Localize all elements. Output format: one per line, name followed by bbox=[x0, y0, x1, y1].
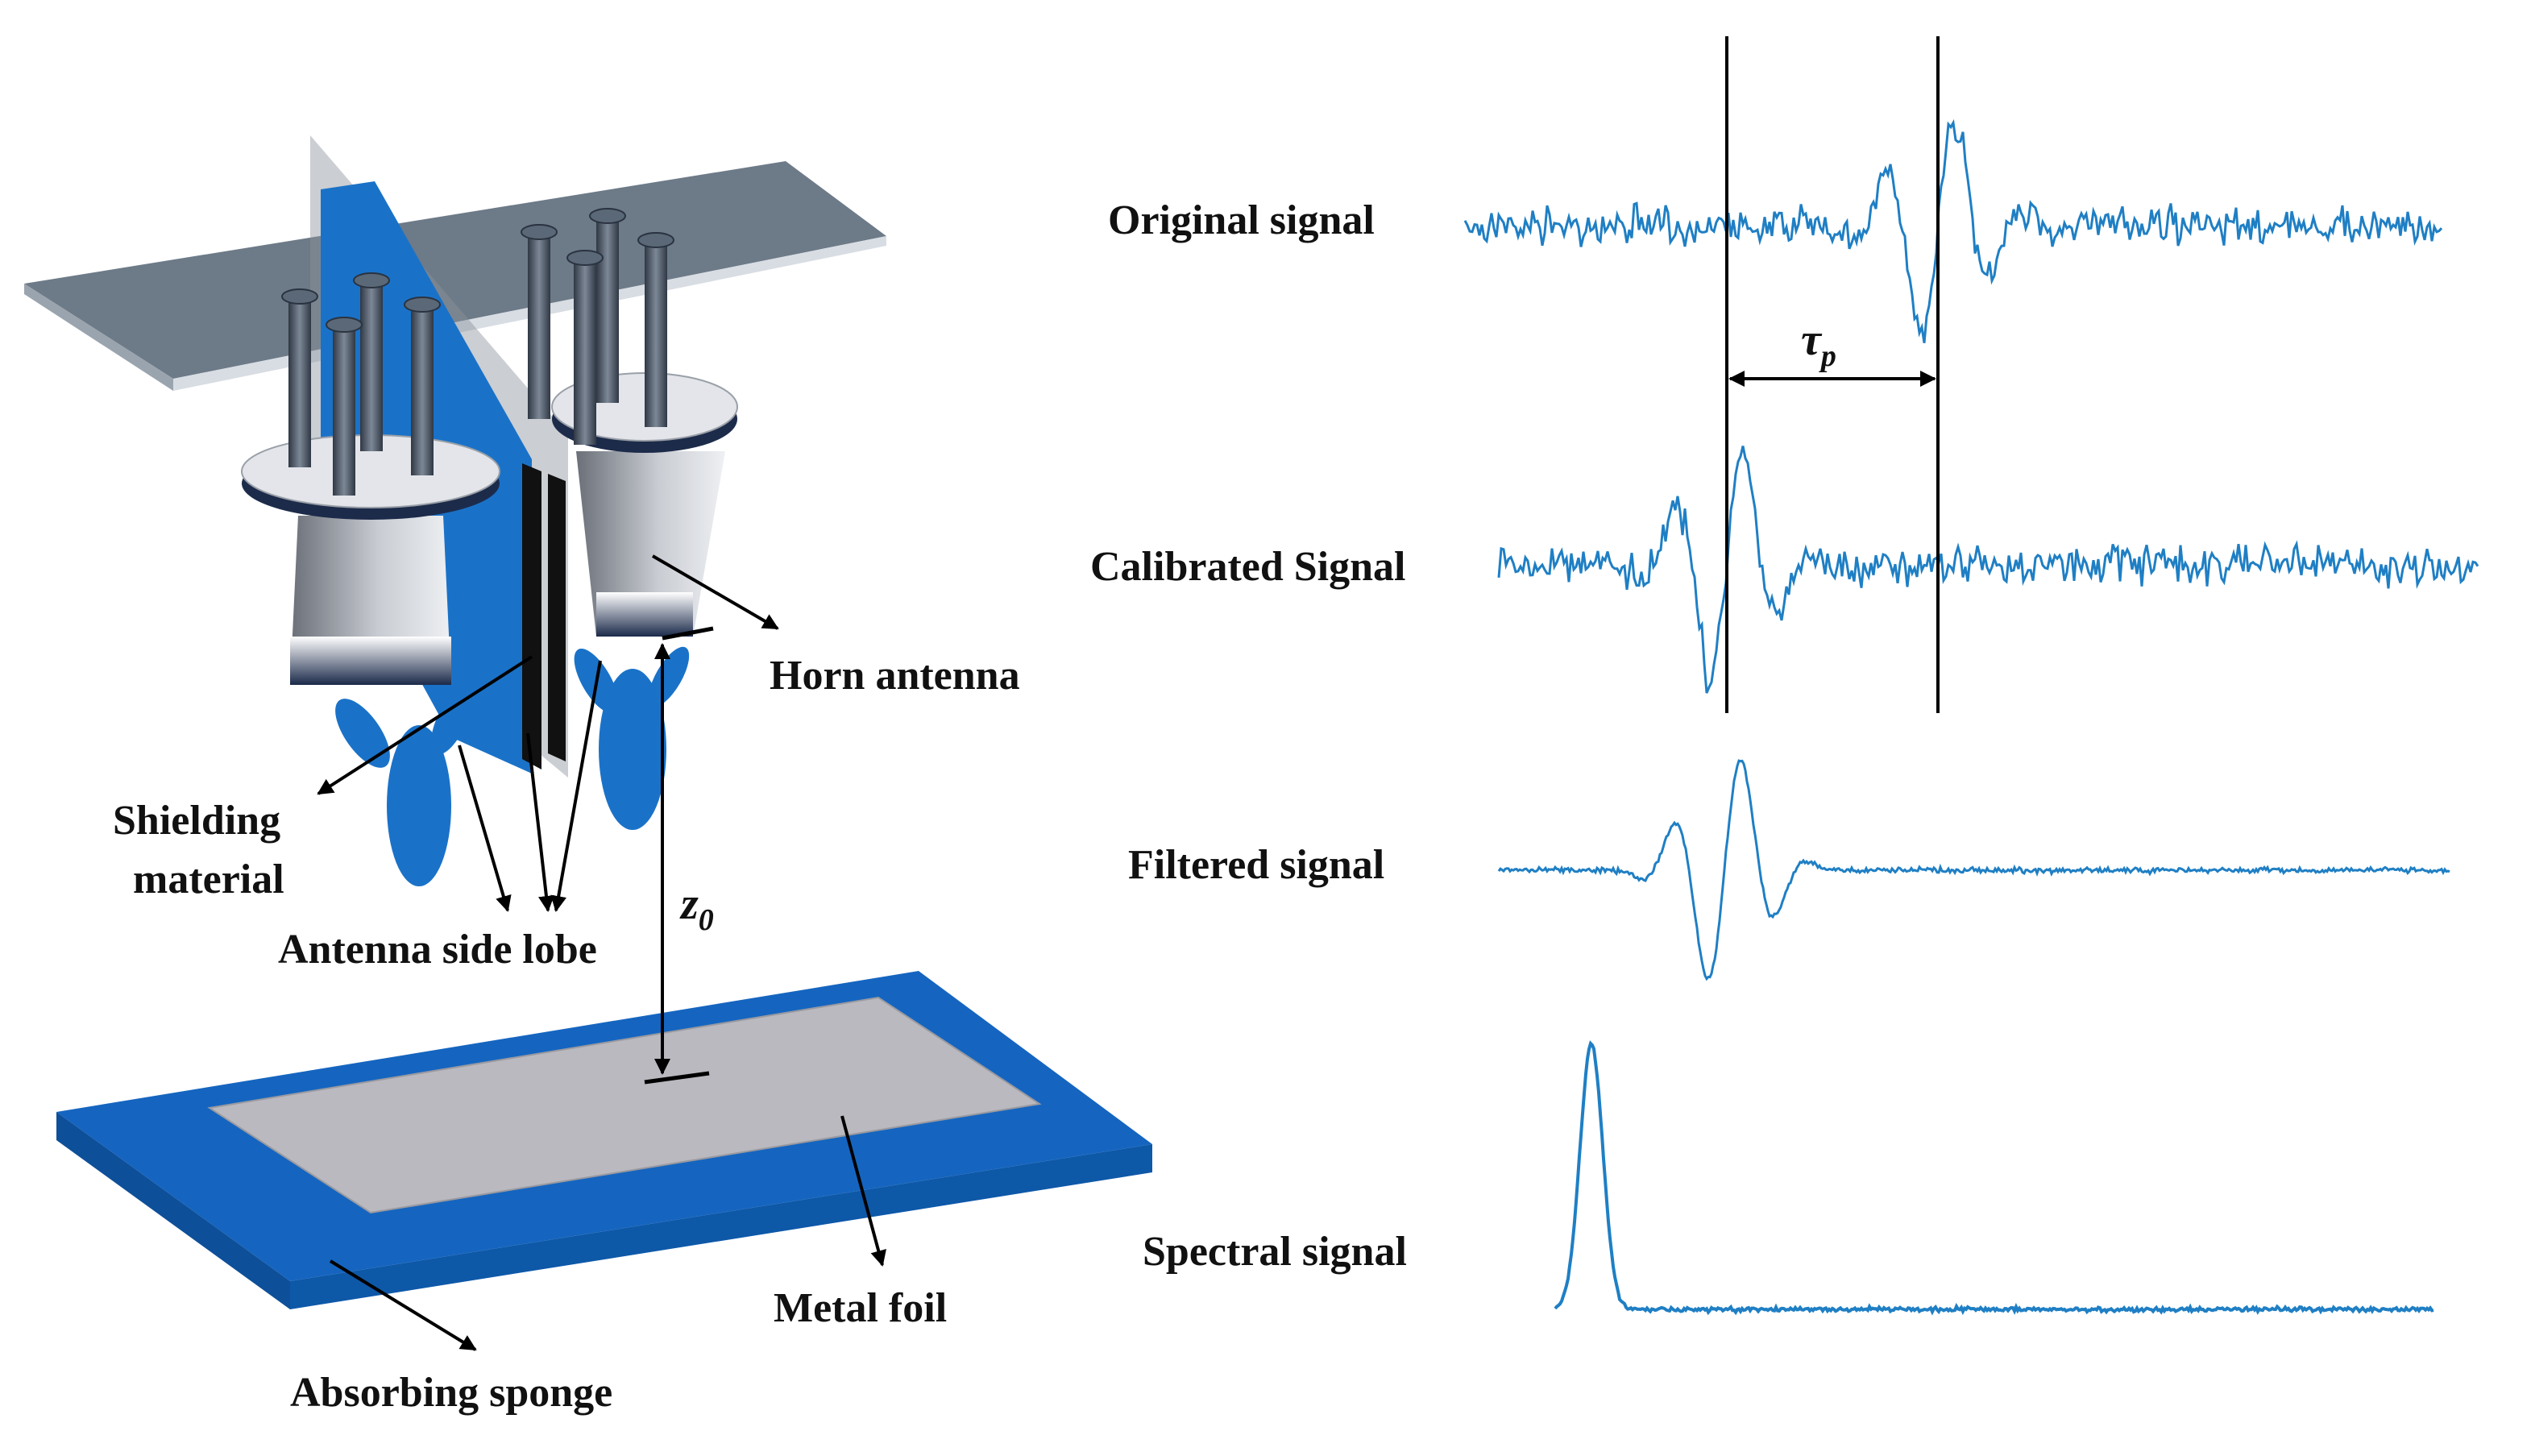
horn-antenna-left bbox=[241, 434, 500, 685]
label-filtered-signal: Filtered signal bbox=[1128, 842, 1384, 888]
filtered-signal-trace bbox=[1497, 759, 2450, 981]
calibrated-signal-trace bbox=[1497, 446, 2479, 694]
label-antenna-side-lobe: Antenna side lobe bbox=[278, 927, 597, 973]
tau-base: τ bbox=[1801, 315, 1823, 365]
antenna-rods-right bbox=[521, 208, 674, 445]
annotation-arrows bbox=[317, 554, 886, 1351]
label-horn-antenna: Horn antenna bbox=[770, 653, 1020, 699]
z0-base: z bbox=[679, 879, 699, 929]
label-shielding-material-1: Shielding bbox=[113, 798, 280, 844]
signal-panel: Original signal Calibrated Signal Filter… bbox=[1090, 36, 2479, 1316]
spectral-signal-trace bbox=[1554, 1040, 2434, 1316]
label-z0: z0 bbox=[679, 879, 714, 937]
label-metal-foil: Metal foil bbox=[774, 1285, 947, 1331]
apparatus-diagram: Horn antenna Shielding material Antenna … bbox=[24, 135, 1152, 1416]
label-absorbing-sponge: Absorbing sponge bbox=[290, 1370, 612, 1416]
label-original-signal: Original signal bbox=[1108, 197, 1375, 243]
original-signal-trace bbox=[1463, 118, 2443, 343]
antenna-rods-left bbox=[281, 272, 441, 496]
label-spectral-signal: Spectral signal bbox=[1143, 1229, 1407, 1275]
z0-dimension bbox=[644, 626, 714, 1085]
label-tau-p: τp bbox=[1801, 315, 1836, 373]
tau-sub: p bbox=[1819, 339, 1836, 373]
z0-sub: 0 bbox=[699, 903, 714, 937]
label-calibrated-signal: Calibrated Signal bbox=[1090, 544, 1406, 590]
label-shielding-material-2: material bbox=[133, 857, 284, 902]
